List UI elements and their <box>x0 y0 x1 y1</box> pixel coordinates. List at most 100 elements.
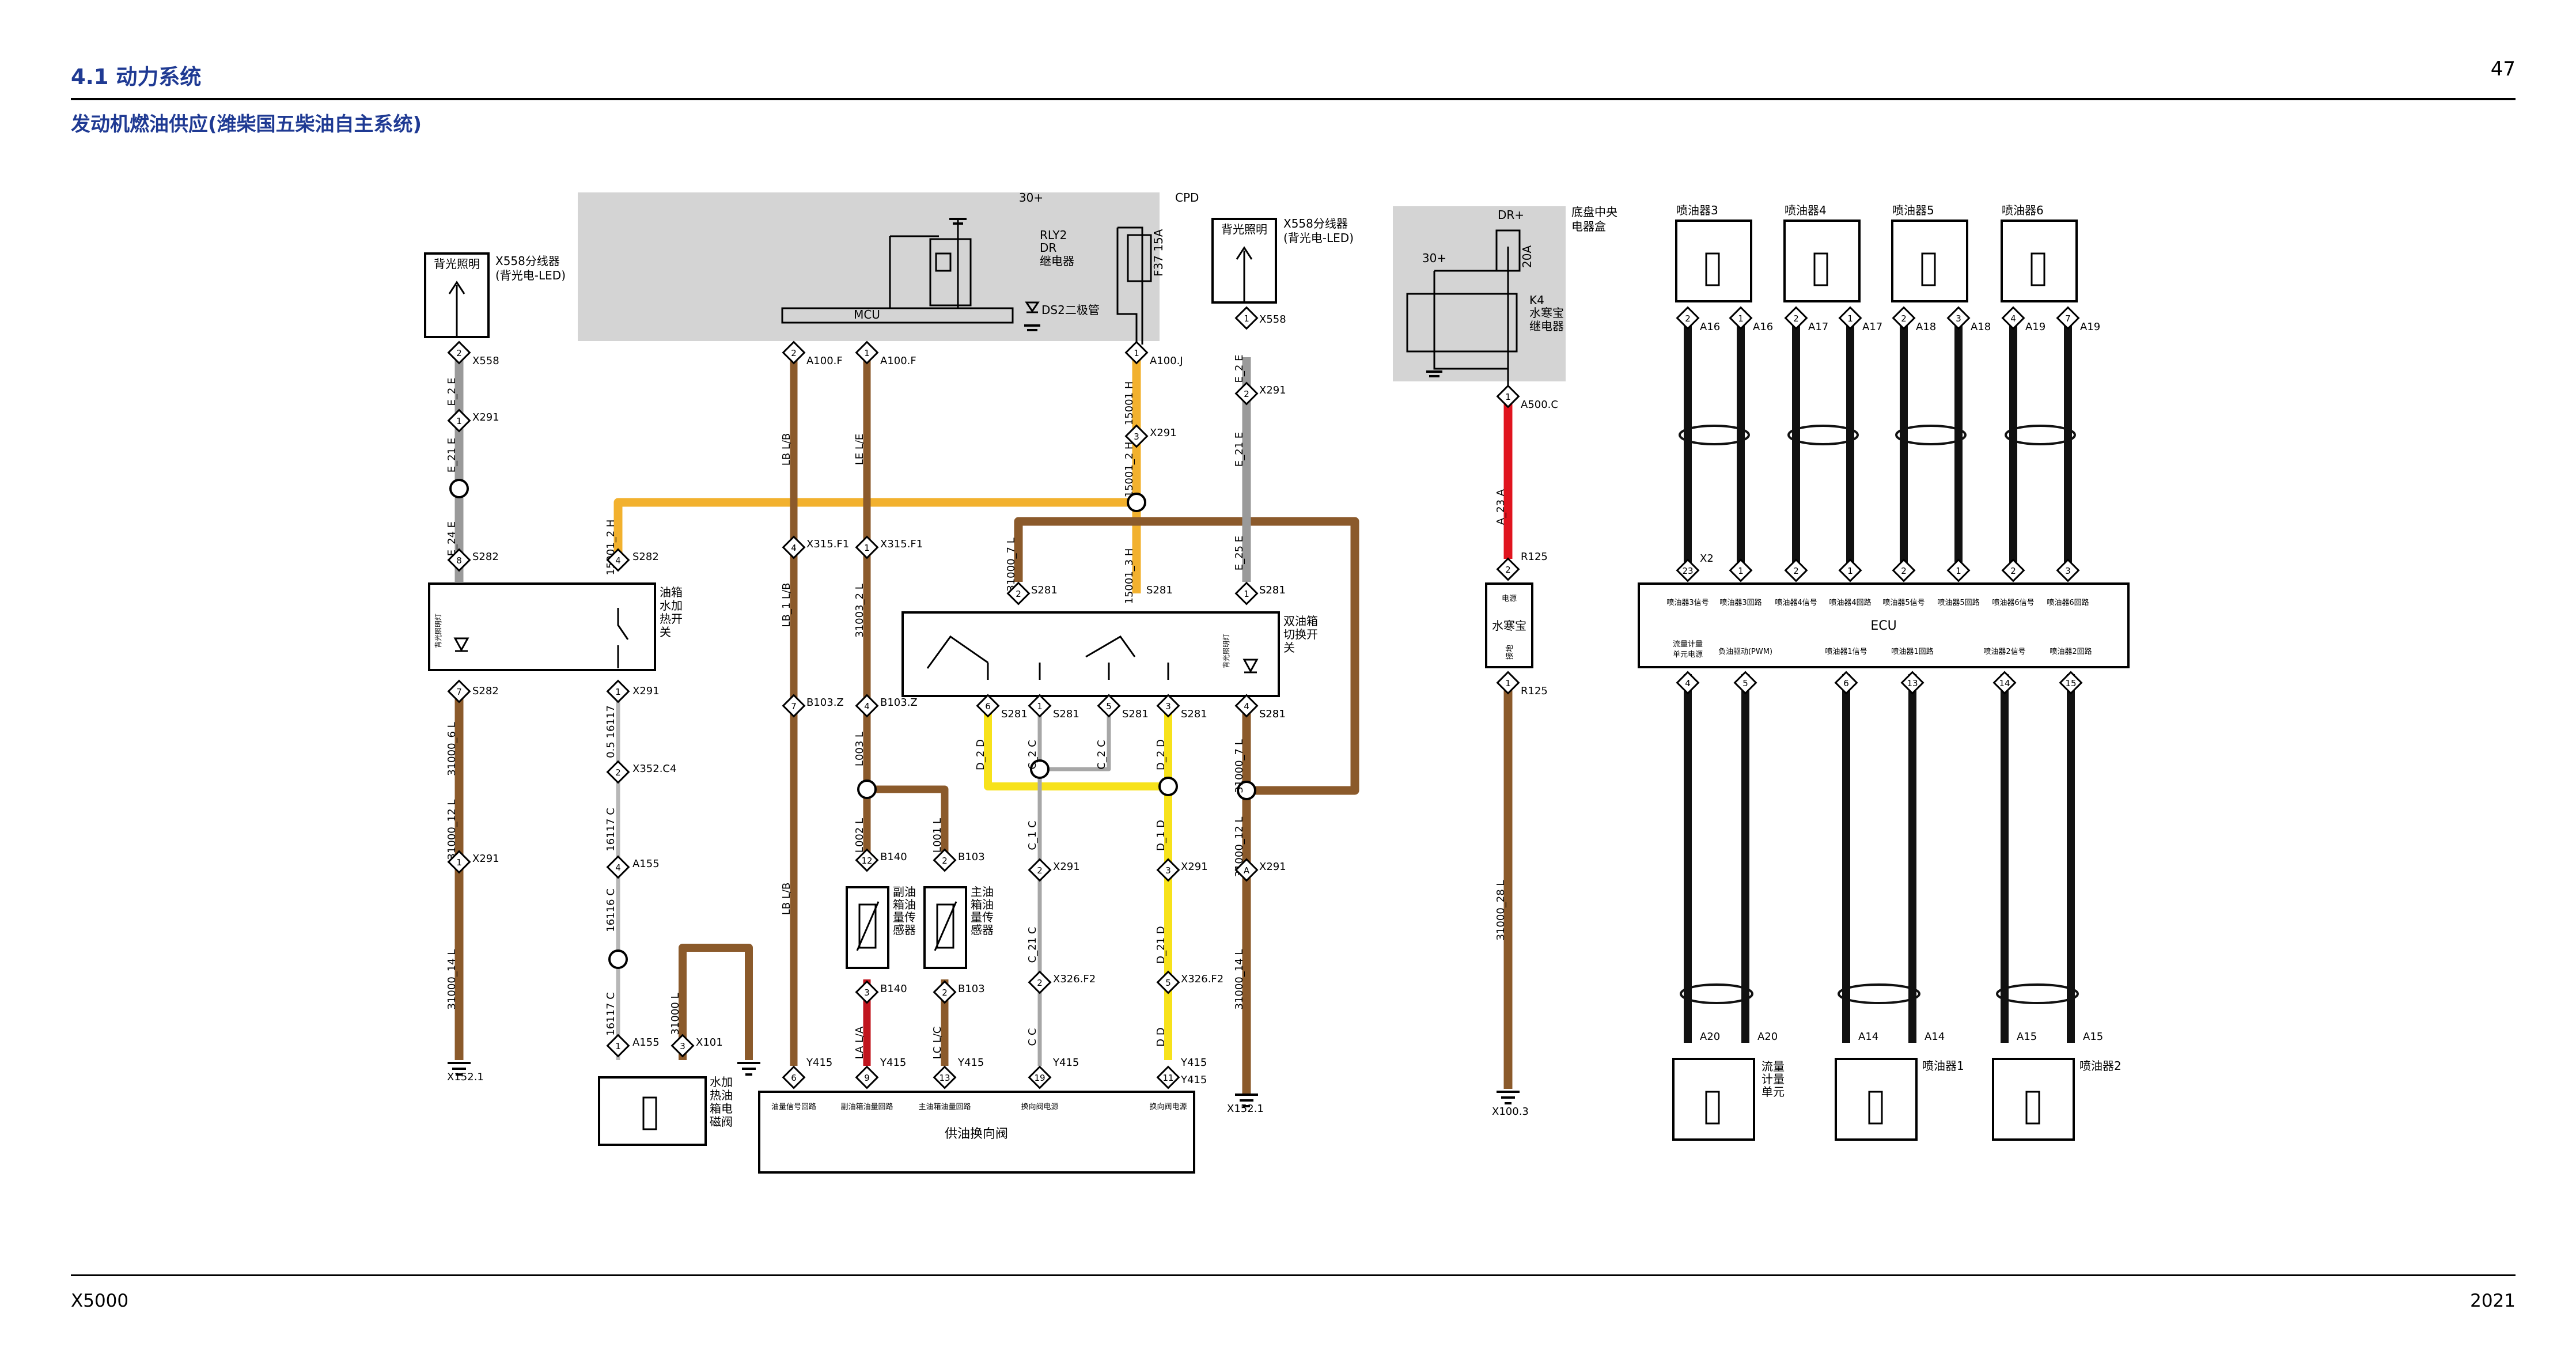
changeover-valve-box <box>758 1091 1195 1174</box>
connector-pin: 6 <box>1834 671 1858 695</box>
injector-coil-icon <box>1921 252 1936 286</box>
connector-pin: 19 <box>1028 1065 1052 1089</box>
connector-pin-diamond <box>1234 306 1259 330</box>
connector-pin-diamond <box>976 694 1000 718</box>
k4-label: 水寒宝 <box>1529 306 1564 320</box>
connector-pin-diamond <box>855 694 879 718</box>
connector-pin-diamond <box>1234 858 1259 882</box>
sensor-arrow-icon <box>856 901 957 951</box>
wire-brown-loop <box>1014 517 1359 795</box>
ground-icon <box>1426 370 1442 377</box>
connector-pin-diamond <box>1992 671 2017 695</box>
fuse-label: 20A <box>1520 245 1534 268</box>
connector-label: Y415 <box>957 1057 984 1069</box>
connector-label: S281 <box>1259 584 1286 596</box>
connector-label: X291 <box>1259 861 1286 873</box>
connector-label: A100.F <box>806 355 843 367</box>
connector-pin: 4 <box>606 855 630 879</box>
connector-pin: 2 <box>447 340 471 365</box>
connector-pin-diamond <box>782 340 806 365</box>
connector-pin-diamond <box>1124 424 1149 448</box>
connector-label: A100.J <box>1150 355 1183 367</box>
wire-label: E_21 E <box>1233 432 1245 467</box>
wire-label: D_2 D <box>975 739 987 770</box>
connector-pin-diamond <box>1156 858 1180 882</box>
connector-pin-diamond <box>933 848 957 872</box>
sub-sensor-label: 箱油 <box>893 898 916 911</box>
connector-pin-number: 3 <box>680 1041 685 1051</box>
connector-pin: 2 <box>933 980 957 1004</box>
connector-pin: 1 <box>1124 340 1149 365</box>
ecu-pin-label: 喷油器6回路 <box>2047 598 2089 607</box>
wire-label: 31000_12 L <box>446 800 458 860</box>
dual-switch-icon <box>926 635 1169 680</box>
wire-brown-split <box>867 785 949 853</box>
cpd-shaded-area <box>578 192 1160 341</box>
connector-pin-number: 4 <box>615 862 621 873</box>
connector-label: A16 <box>1753 321 1773 333</box>
connector-label: S282 <box>472 685 499 697</box>
connector-pin-diamond <box>606 679 630 703</box>
connector-pin-number: 3 <box>1165 865 1171 876</box>
connector-pin-number: 23 <box>1682 566 1693 576</box>
backlight-arrow-icon <box>448 281 465 337</box>
connector-pin-number: 1 <box>864 543 870 553</box>
connector-pin: 3 <box>1946 306 1971 330</box>
connector-pin-diamond <box>1124 340 1149 365</box>
connector-pin-diamond <box>1028 1065 1052 1089</box>
sub-sensor-label: 副油 <box>893 885 916 899</box>
connector-pin-number: 4 <box>1685 678 1691 688</box>
connector-pin: 13 <box>1900 671 1925 695</box>
connector-label: S282 <box>472 551 499 563</box>
connector-pin: 11 <box>1156 1065 1180 1089</box>
connector-pin-diamond <box>855 340 879 365</box>
connector-pin-number: 1 <box>1847 566 1853 576</box>
connector-label: A18 <box>1916 321 1936 333</box>
connector-label: A14 <box>1925 1031 1945 1043</box>
connector-label: Y415 <box>1180 1074 1207 1086</box>
wire-label: E_24 E <box>446 521 458 556</box>
wire-label: LB_1 L/B <box>781 583 793 627</box>
wire-label: 31000_14 L <box>446 949 458 1010</box>
connector-label: X558 <box>472 355 499 367</box>
connector-pin-number: 1 <box>1134 348 1139 358</box>
connector-label: X315.F1 <box>806 538 849 550</box>
connector-pin-diamond <box>1784 558 1808 582</box>
wire-label: LE L/E <box>854 434 866 466</box>
footer-rule <box>71 1274 2516 1276</box>
connector-label: X291 <box>1181 861 1208 873</box>
connector-pin: 7 <box>447 679 471 703</box>
connector-pin: 1 <box>855 340 879 365</box>
ecu-pin-label: 喷油器4信号 <box>1775 599 1817 607</box>
connector-pin: 1 <box>1729 558 1753 582</box>
connector-pin-number: 1 <box>615 687 621 697</box>
connector-label: A15 <box>2017 1031 2037 1043</box>
page-subtitle: 发动机燃油供应(潍柴国五柴油自主系统) <box>71 113 422 136</box>
shuihanbao-pin-label: 接地 <box>1505 645 1514 660</box>
connector-label: A17 <box>1862 321 1882 333</box>
connector-pin-diamond <box>1097 694 1121 718</box>
connector-label: X352.C4 <box>632 763 676 775</box>
connector-pin-diamond <box>1156 694 1180 718</box>
wire-black-inj-top <box>1684 323 2072 570</box>
backlight-lamp-label: 背光照明灯 <box>1222 634 1230 668</box>
rly2-label: 继电器 <box>1040 254 1074 268</box>
ground-icon <box>1024 324 1040 331</box>
fuse-label: F37 15A <box>1151 229 1165 277</box>
twist-marker <box>1838 983 1920 1004</box>
connector-label: A18 <box>1971 321 1991 333</box>
rly2-label: DR <box>1040 241 1056 255</box>
wire-label: 31000_7 L <box>1233 739 1245 793</box>
valve-pin-label: 主油箱油量回路 <box>918 1102 971 1111</box>
connector-label: X558 <box>1259 313 1286 326</box>
wire-orange <box>613 357 1141 593</box>
sub-sensor-label: 感器 <box>893 923 916 937</box>
heater-switch-icon <box>617 608 629 668</box>
connector-pin-diamond <box>855 535 879 559</box>
connector-label: X291 <box>472 853 499 865</box>
connector-pin-number: 4 <box>2010 313 2016 324</box>
connector-pin-diamond <box>670 1034 695 1058</box>
connector-label: X101 <box>696 1036 723 1049</box>
connector-pin: 1 <box>1838 306 1862 330</box>
twist-marker <box>1996 983 2079 1004</box>
